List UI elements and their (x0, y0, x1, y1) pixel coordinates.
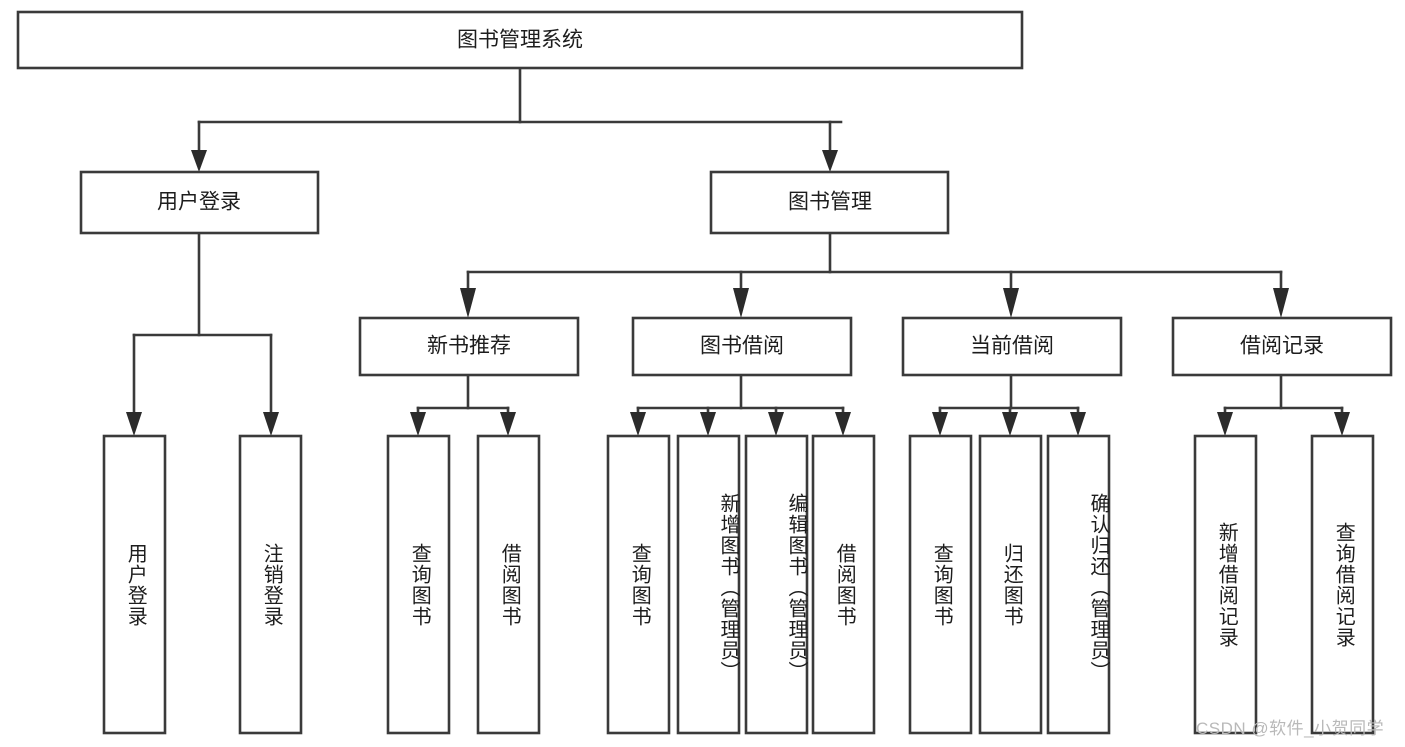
node-book-manage[interactable]: 图书管理 (709, 170, 950, 235)
arrow-head-leaf-query-record (1334, 412, 1350, 436)
arrow-head-leaf-edit-book (768, 412, 784, 436)
leaf-borrow-book-1-box[interactable] (476, 434, 541, 735)
leaf-user-login-box[interactable] (102, 434, 167, 735)
leaf-add-record-box[interactable] (1193, 434, 1258, 735)
arrow-head-leaf-query-book-3 (932, 412, 948, 436)
node-current-borrow-label: 当前借阅 (970, 335, 1054, 358)
connector-group-book-manage (460, 231, 1289, 318)
node-root[interactable]: 图书管理系统 (16, 10, 1024, 70)
leaf-query-book-3-box[interactable] (908, 434, 973, 735)
node-book-manage-box[interactable] (709, 170, 950, 235)
leaf-logout-box[interactable] (238, 434, 303, 735)
node-book-borrow-box[interactable] (631, 316, 853, 377)
leaf-query-record-box[interactable] (1310, 434, 1375, 735)
arrow-head-leaf-return-book (1002, 412, 1018, 436)
node-book-manage-label: 图书管理 (788, 191, 872, 214)
connector-group-root (191, 66, 843, 172)
arrow-head-current-borrow (1003, 288, 1019, 318)
leaf-boxes (102, 434, 1375, 735)
arrow-head-leaf-query-book-2 (630, 412, 646, 436)
arrow-head-leaf-query-book-1 (410, 412, 426, 436)
connector-group-current-borrow (932, 373, 1086, 436)
connector-group-borrow-record (1217, 373, 1350, 436)
node-new-book-rec-box[interactable] (358, 316, 580, 377)
arrow-head-leaf-borrow-book-2 (835, 412, 851, 436)
leaf-query-book-2-box[interactable] (606, 434, 671, 735)
node-new-book-rec-label: 新书推荐 (427, 335, 511, 358)
node-book-borrow[interactable]: 图书借阅 (631, 316, 853, 377)
node-borrow-record-label: 借阅记录 (1240, 335, 1324, 358)
node-user-login-label: 用户登录 (157, 191, 241, 214)
connector-group-book-borrow (630, 373, 851, 436)
csdn-watermark: CSDN @软件_小贺同学 (1196, 719, 1385, 738)
connector-group-user-login (126, 231, 279, 436)
arrow-head-leaf-borrow-book-1 (500, 412, 516, 436)
node-root-box[interactable] (16, 10, 1024, 70)
arrow-head-leaf-add-record (1217, 412, 1233, 436)
leaf-add-book-box[interactable] (676, 434, 741, 735)
arrow-head-user-login (191, 150, 207, 172)
node-borrow-record[interactable]: 借阅记录 (1171, 316, 1393, 377)
leaf-edit-book-box[interactable] (744, 434, 809, 735)
arrow-head-leaf-logout (263, 412, 279, 436)
arrow-head-leaf-confirm-return (1070, 412, 1086, 436)
leaf-return-book-box[interactable] (978, 434, 1043, 735)
leaf-confirm-return-box[interactable] (1046, 434, 1111, 735)
arrow-head-borrow-record (1273, 288, 1289, 318)
node-new-book-rec[interactable]: 新书推荐 (358, 316, 580, 377)
arrow-head-new-book-rec (460, 288, 476, 318)
node-current-borrow-box[interactable] (901, 316, 1123, 377)
arrow-head-leaf-user-login (126, 412, 142, 436)
leaf-query-book-1-box[interactable] (386, 434, 451, 735)
node-user-login[interactable]: 用户登录 (79, 170, 320, 235)
arrow-head-leaf-add-book (700, 412, 716, 436)
connector-group-new-book-rec (410, 373, 516, 436)
node-user-login-box[interactable] (79, 170, 320, 235)
arrow-head-book-borrow (733, 288, 749, 318)
node-book-borrow-label: 图书借阅 (700, 335, 784, 358)
node-borrow-record-box[interactable] (1171, 316, 1393, 377)
node-root-label: 图书管理系统 (457, 29, 583, 52)
node-current-borrow[interactable]: 当前借阅 (901, 316, 1123, 377)
leaf-borrow-book-2-box[interactable] (811, 434, 876, 735)
arrow-head-book-manage (822, 150, 838, 172)
